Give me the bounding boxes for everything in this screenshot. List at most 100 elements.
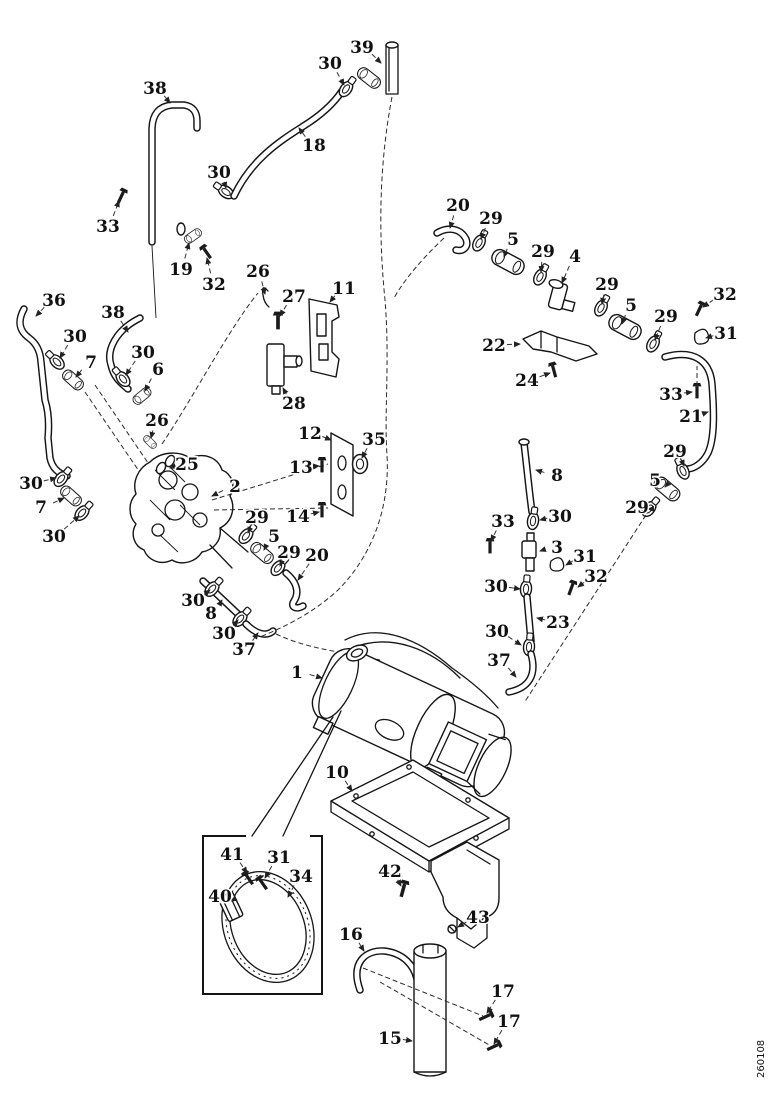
- callout-30: 30: [206, 162, 232, 189]
- callout-leader: [52, 497, 65, 504]
- callout-20: 20: [445, 195, 471, 229]
- callout-label: 41: [220, 845, 244, 865]
- callout-30: 30: [41, 515, 80, 549]
- callout-38: 38: [100, 302, 129, 333]
- bolt-17: [477, 1009, 496, 1024]
- callout-leader: [701, 411, 709, 417]
- clamp-29: [469, 227, 492, 254]
- callout-27: 27: [279, 286, 307, 317]
- cover-10: [330, 759, 510, 949]
- callout-leader: [264, 865, 273, 879]
- callout-leader: [493, 1029, 503, 1045]
- callout-30: 30: [211, 619, 239, 646]
- callout-leader: [309, 673, 323, 680]
- hose-7: [59, 367, 87, 393]
- hose-5: [488, 246, 528, 278]
- callout-label: 32: [713, 285, 737, 305]
- callout-leader: [683, 389, 693, 396]
- callout-31: 31: [705, 323, 739, 346]
- callout-leader: [169, 463, 177, 469]
- drawing-number: 260108: [756, 1040, 767, 1078]
- callout-label: 29: [245, 508, 269, 528]
- callout-leader: [486, 999, 496, 1014]
- routing-dash: [211, 463, 329, 511]
- callout-leader: [63, 515, 80, 530]
- callout-22: 22: [481, 335, 521, 358]
- callout-8: 8: [204, 599, 223, 626]
- bolt-32: [692, 299, 707, 318]
- callout-6: 6: [144, 359, 165, 392]
- callout-leader: [539, 372, 551, 378]
- bolt-33: [485, 538, 495, 554]
- callout-30: 30: [18, 473, 57, 496]
- callout-leader: [287, 885, 295, 898]
- hose-20-top: [433, 225, 471, 255]
- manifold-2: [129, 433, 249, 569]
- callout-leader: [279, 304, 287, 317]
- bolt-33: [114, 186, 129, 205]
- callout-label: 12: [298, 424, 322, 444]
- callout-leader: [120, 320, 129, 333]
- fitting-6: [130, 385, 154, 407]
- callout-leader: [705, 333, 714, 340]
- callout-11: 11: [329, 278, 357, 303]
- callout-20: 20: [297, 545, 330, 581]
- callout-2: 2: [211, 476, 242, 499]
- callout-leader: [279, 559, 286, 567]
- callout-leader: [216, 599, 223, 607]
- callout-33: 33: [490, 511, 516, 542]
- callout-label: 31: [714, 324, 738, 344]
- callout-label: 30: [42, 527, 66, 547]
- callout-leader: [322, 434, 332, 441]
- callout-leader: [43, 476, 57, 483]
- bolt-32: [564, 579, 579, 597]
- callout-leader: [507, 636, 522, 646]
- callout-label: 29: [277, 543, 301, 563]
- callout-label: 29: [479, 209, 503, 229]
- callout-label: 43: [466, 908, 490, 928]
- callout-label: 26: [145, 411, 169, 431]
- callout-label: 29: [663, 442, 687, 462]
- callout-32: 32: [577, 566, 609, 589]
- callout-5: 5: [503, 229, 520, 258]
- callout-leader: [263, 543, 270, 551]
- callout-label: 30: [485, 622, 509, 642]
- callout-leader: [329, 295, 337, 303]
- callout-leader: [149, 430, 156, 439]
- callout-label: 13: [289, 458, 313, 478]
- callout-label: 7: [85, 353, 97, 373]
- callout-leader: [144, 378, 152, 392]
- callout-25: 25: [169, 454, 200, 477]
- callout-leader: [163, 95, 171, 104]
- inset-box: [202, 710, 342, 995]
- callout-leader: [371, 53, 382, 64]
- callout-leader: [125, 360, 136, 376]
- callout-35: 35: [361, 429, 387, 459]
- callout-33: 33: [95, 200, 121, 239]
- elbow-37-right: [505, 650, 537, 696]
- callout-26: 26: [144, 410, 170, 439]
- reservoir-tank-1: [311, 632, 512, 798]
- bolt-13: [317, 457, 327, 473]
- hose-7: [57, 483, 85, 509]
- callout-label: 33: [491, 512, 515, 532]
- callout-18: 18: [298, 127, 327, 158]
- callout-26: 26: [245, 261, 271, 295]
- callout-label: 15: [378, 1029, 402, 1049]
- callout-36: 36: [35, 290, 67, 317]
- callout-leader: [310, 510, 320, 517]
- callout-5: 5: [648, 470, 672, 493]
- callout-leader: [361, 448, 368, 459]
- callout-label: 5: [649, 471, 661, 491]
- clamp-housing-40: [217, 891, 244, 922]
- bolt-17: [485, 1039, 504, 1054]
- callout-label: 30: [19, 474, 43, 494]
- callout-label: 17: [497, 1012, 521, 1032]
- bracket-12: [330, 432, 354, 517]
- bolt-24: [547, 361, 560, 379]
- callout-label: 22: [482, 336, 506, 356]
- fitting-19: [176, 222, 204, 246]
- callout-30: 30: [539, 506, 573, 529]
